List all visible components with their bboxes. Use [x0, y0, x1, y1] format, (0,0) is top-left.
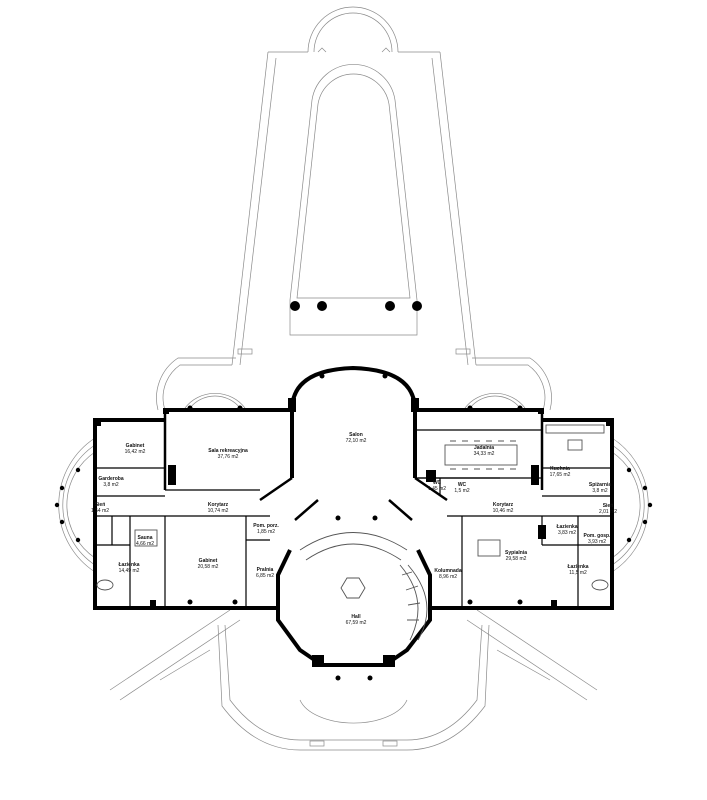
room-area: 11,5 m2	[569, 570, 587, 576]
room-pralnia: Pralnia 6,85 m2	[256, 567, 274, 579]
room-area: 16,42 m2	[124, 449, 146, 455]
room-name: Łazienka	[556, 524, 578, 530]
room-area: 20,58 m2	[197, 564, 219, 570]
room-area: 2,01 m2	[598, 509, 618, 515]
room-area: 1,5 m2	[454, 488, 470, 494]
room-name: Sień	[602, 503, 614, 509]
room-area: 37,76 m2	[217, 454, 239, 460]
room-gabinet-1: Gabinet 16,42 m2	[125, 443, 146, 455]
room-salon: Salon 72,10 m2	[346, 432, 367, 444]
room-name: Kolumnada	[434, 568, 462, 574]
room-name: Pom. gosp.	[583, 533, 611, 539]
room-name: Sala rekreacyjna	[208, 448, 248, 454]
room-area: 1,45 m2	[427, 486, 447, 492]
room-name: WC	[457, 482, 467, 488]
room-area: 29,58 m2	[505, 556, 527, 562]
room-kuchnia: Kuchnia 17,65 m2	[550, 466, 571, 478]
room-name: Sypialnia	[505, 550, 527, 556]
room-area: 17,65 m2	[549, 472, 571, 478]
room-area: 3,8 m2	[103, 482, 119, 488]
room-name: Łazienka	[567, 564, 589, 570]
room-sien-1: Sień 1,54 m2	[91, 502, 109, 514]
exterior-walls	[93, 365, 614, 667]
room-sauna: Sauna 4,66 m2	[136, 535, 154, 547]
room-name: Pralnia	[256, 567, 274, 573]
upper-terrace	[231, 6, 477, 366]
room-wc-2: WC 1,5 m2	[454, 482, 469, 494]
room-name: Kuchnia	[550, 466, 570, 472]
room-name: WC	[432, 480, 442, 486]
room-name: Korytarz	[492, 502, 514, 508]
room-name: Gabinet	[198, 558, 218, 564]
room-area: 34,33 m2	[473, 451, 495, 457]
room-area: 14,49 m2	[118, 568, 140, 574]
room-sypialnia: Sypialnia 29,58 m2	[505, 550, 527, 562]
room-area: 67,59 m2	[345, 620, 367, 626]
room-name: Spiżarnia	[588, 482, 612, 488]
room-spizarnia: Spiżarnia 3,8 m2	[589, 482, 611, 494]
room-korytarz-1: Korytarz 10,74 m2	[208, 502, 229, 514]
room-area: 3,8 m2	[592, 488, 608, 494]
room-garderoba: Garderoba 3,8 m2	[98, 476, 123, 488]
room-kolumnada: Kolumnada 8,96 m2	[434, 568, 461, 580]
room-name: Pom. porz.	[253, 523, 279, 529]
room-name: Sauna	[137, 535, 153, 541]
room-name: Sień	[94, 502, 106, 508]
room-lazienka-3: Łazienka 11,5 m2	[567, 564, 588, 576]
room-area: 3,83 m2	[557, 530, 577, 536]
columns	[54, 373, 653, 681]
room-name: Łazienka	[118, 562, 140, 568]
interior-walls	[95, 424, 612, 641]
room-korytarz-2: Korytarz 10,46 m2	[493, 502, 514, 514]
room-name: Garderoba	[98, 476, 124, 482]
room-area: 10,46 m2	[492, 508, 514, 514]
room-lazienka-1: Łazienka 14,49 m2	[118, 562, 139, 574]
room-name: Jadalnia	[473, 445, 495, 451]
room-area: 4,66 m2	[135, 541, 155, 547]
room-lazienka-2: Łazienka 3,83 m2	[556, 524, 577, 536]
room-wc-1: WC 1,45 m2	[428, 480, 446, 492]
room-area: 10,74 m2	[207, 508, 229, 514]
room-area: 3,93 m2	[587, 539, 607, 545]
room-name: Hall	[351, 614, 361, 620]
room-jadalnia: Jadalnia 34,33 m2	[474, 445, 495, 457]
room-area: 1,54 m2	[90, 508, 110, 514]
wall-piers	[93, 398, 614, 667]
room-name: Korytarz	[207, 502, 229, 508]
room-hall: Hall 67,59 m2	[346, 614, 367, 626]
room-pom-gosp: Pom. gosp. 3,93 m2	[584, 533, 611, 545]
room-gabinet-2: Gabinet 20,58 m2	[198, 558, 219, 570]
room-sala-rekreacyjna: Sala rekreacyjna 37,76 m2	[208, 448, 247, 460]
room-pom-porz: Pom. porz. 1,85 m2	[253, 523, 279, 535]
room-sien-2: Sień 2,01 m2	[599, 503, 617, 515]
room-name: Gabinet	[125, 443, 145, 449]
room-name: Salon	[349, 432, 363, 438]
room-area: 6,85 m2	[255, 573, 275, 579]
room-area: 8,96 m2	[438, 574, 458, 580]
outer-terrace	[58, 357, 649, 751]
room-area: 72,10 m2	[345, 438, 367, 444]
room-area: 1,85 m2	[256, 529, 276, 535]
